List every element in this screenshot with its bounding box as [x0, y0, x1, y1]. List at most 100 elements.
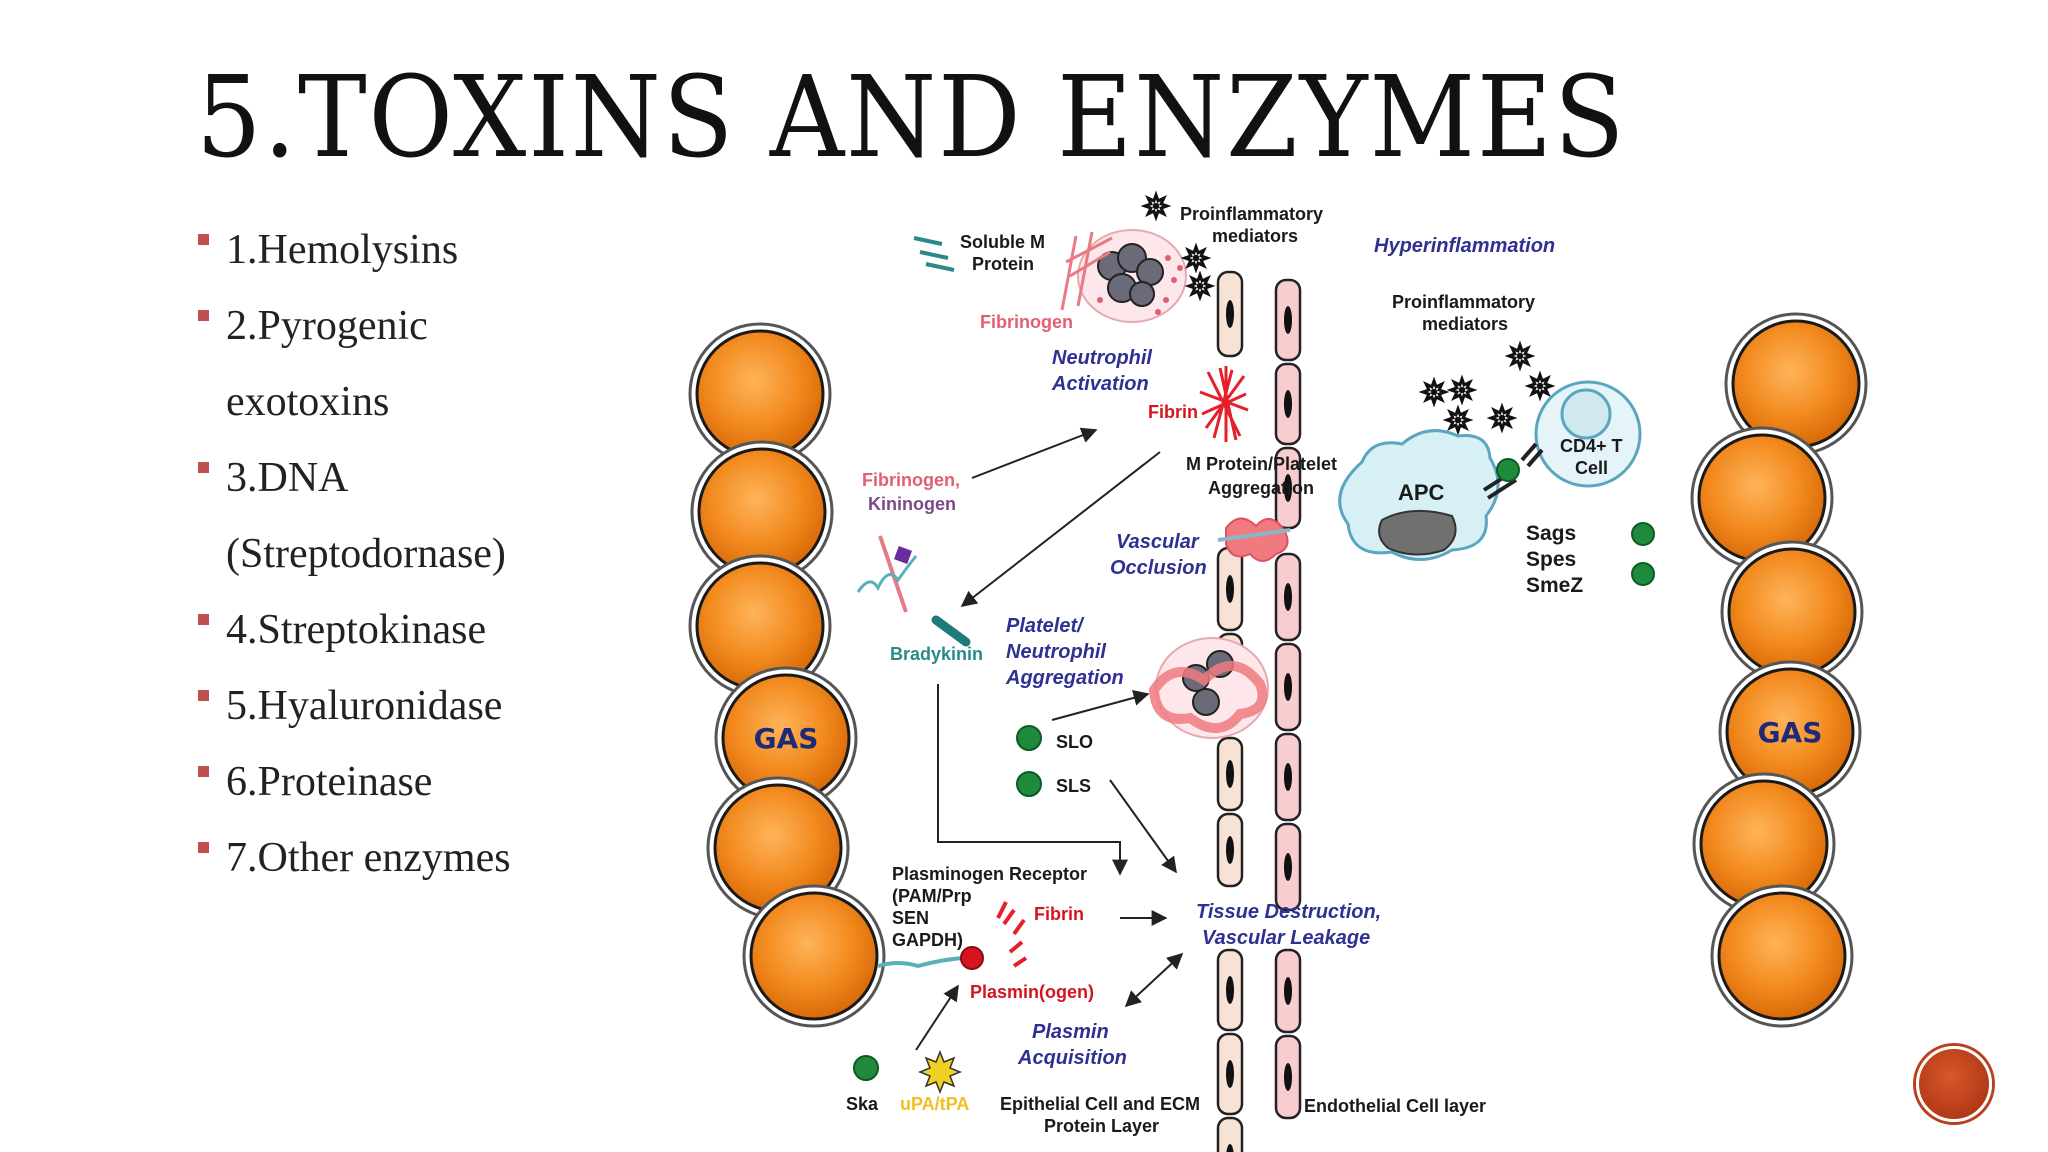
fibrin-mesh-icon — [1199, 366, 1249, 442]
bacterium-icon — [706, 776, 850, 920]
label-neutrophil-activation-b: Activation — [1051, 373, 1149, 395]
label-slo: SLO — [1056, 732, 1093, 752]
mediator-star-icon — [1524, 370, 1556, 402]
bullet-marker — [198, 614, 209, 625]
mediator-star-icon — [1180, 242, 1212, 274]
bullet-text: 3.DNA — [226, 455, 349, 501]
label-fibrin-bottom: Fibrin — [1034, 904, 1084, 924]
mediator-star-icon — [1442, 404, 1474, 436]
label-plasminogen-receptor-b: (PAM/Prp — [892, 886, 972, 906]
bacterium-icon — [1692, 772, 1836, 916]
diagram-labels: Proinflammatory mediators Soluble M Prot… — [846, 204, 1623, 1136]
label-tissue-destruction-a: Tissue Destruction, — [1196, 901, 1381, 923]
bullet-item: 2.Pyrogenic exotoxins — [196, 288, 511, 440]
epithelial-layer — [1216, 270, 1244, 1152]
label-apc: APC — [1398, 480, 1445, 505]
label-proinflammatory-1b: mediators — [1212, 226, 1298, 246]
label-sls: SLS — [1056, 776, 1091, 796]
gas-bacterium: GAS — [714, 666, 858, 810]
right-gas-chain: GAS — [1690, 312, 1868, 1028]
label-endothelial: Endothelial Cell layer — [1304, 1096, 1486, 1116]
label-cd4-a: CD4+ T — [1560, 436, 1623, 456]
apc-cell — [1338, 429, 1500, 562]
bacterium-icon — [688, 322, 832, 466]
label-fibrinogen-kininogen-a: Fibrinogen, — [862, 470, 960, 490]
label-spes: Spes — [1526, 548, 1576, 571]
bullet-marker — [198, 310, 209, 321]
cd4-t-cell — [1534, 380, 1642, 488]
endothelial-layer — [1274, 278, 1302, 1120]
label-smez: SmeZ — [1526, 574, 1583, 597]
label-plasminogen-receptor-d: GAPDH) — [892, 930, 963, 950]
gas-label: GAS — [1758, 716, 1823, 749]
bullet-text: exotoxins — [226, 379, 390, 425]
vascular-occlusion-clot — [1217, 517, 1291, 562]
label-soluble-m-a: Soluble M — [960, 232, 1045, 252]
label-neutrophil-activation-a: Neutrophil — [1052, 347, 1152, 369]
bullet-marker — [198, 690, 209, 701]
bullet-marker — [198, 766, 209, 777]
label-plasminogen: Plasmin(ogen) — [970, 982, 1094, 1002]
label-m-protein-platelet-a: M Protein/Platelet — [1186, 454, 1337, 474]
kininogen-icon — [856, 535, 918, 613]
bacterium-icon — [1724, 312, 1868, 456]
arrows — [915, 427, 1184, 1051]
mediator-star-icon — [1140, 190, 1172, 222]
cell-layers — [1216, 270, 1302, 1152]
bullet-list: 1.Hemolysins 2.Pyrogenic exotoxins 3.DNA (St… — [196, 212, 511, 896]
bacterium-icon — [688, 554, 832, 698]
mediator-star-icon — [1486, 402, 1518, 434]
label-hyperinflammation: Hyperinflammation — [1374, 235, 1555, 257]
label-sags: Sags — [1526, 522, 1576, 545]
neutrophil-top — [1077, 229, 1187, 323]
label-epithelial-a: Epithelial Cell and ECM — [1000, 1094, 1200, 1114]
gas-bacterium: GAS — [1718, 660, 1862, 804]
label-proinflammatory-1a: Proinflammatory — [1180, 204, 1323, 224]
bullet-item: 5.Hyaluronidase — [196, 668, 511, 744]
label-vascular-occlusion-a: Vascular — [1116, 531, 1200, 553]
label-cd4-b: Cell — [1575, 458, 1608, 478]
bullet-text: 2.Pyrogenic — [226, 303, 428, 349]
bullet-item: 6.Proteinase — [196, 744, 511, 820]
label-fibrinogen-kininogen-b: Kininogen — [868, 494, 956, 514]
bullet-text: 5.Hyaluronidase — [226, 683, 503, 729]
bullet-marker — [198, 462, 209, 473]
soluble-m-protein-icon — [913, 236, 955, 272]
bacterium-icon — [1710, 884, 1854, 1028]
bullet-marker — [198, 234, 209, 245]
label-fibrin-top: Fibrin — [1148, 402, 1198, 422]
label-plasminogen-receptor-c: SEN — [892, 908, 929, 928]
bullet-item: 7.Other enzymes — [196, 820, 511, 896]
label-vascular-occlusion-b: Occlusion — [1110, 557, 1207, 579]
bullet-text: (Streptodornase) — [226, 531, 506, 577]
label-plasmin-acquisition-b: Acquisition — [1017, 1047, 1127, 1069]
label-platelet-neutrophil-a: Platelet/ — [1006, 615, 1085, 637]
bacterium-icon — [742, 884, 886, 1028]
label-proinflammatory-2b: mediators — [1422, 314, 1508, 334]
label-plasmin-acquisition-a: Plasmin — [1032, 1021, 1109, 1043]
label-m-protein-platelet-b: Aggregation — [1208, 478, 1314, 498]
sag-binding-icon — [1482, 442, 1544, 500]
bullet-text: 4.Streptokinase — [226, 607, 487, 653]
label-platelet-neutrophil-b: Neutrophil — [1006, 641, 1106, 663]
label-plasminogen-receptor-a: Plasminogen Receptor — [892, 864, 1087, 884]
mediator-star-icon — [1184, 270, 1216, 302]
bullet-item: 3.DNA (Streptodornase) — [196, 440, 511, 592]
bradykinin-icon — [931, 615, 971, 647]
bullet-item: 1.Hemolysins — [196, 212, 511, 288]
label-platelet-neutrophil-c: Aggregation — [1005, 667, 1124, 689]
label-ska: Ska — [846, 1094, 879, 1114]
label-fibrinogen-top: Fibrinogen — [980, 312, 1073, 332]
proinflammatory-mediator-icons — [1140, 190, 1556, 436]
mediator-star-icon — [1504, 340, 1536, 372]
bacterium-icon — [1690, 426, 1834, 570]
toxin-dots — [853, 522, 1655, 1081]
upa-tpa-icon — [917, 1049, 963, 1095]
label-epithelial-b: Protein Layer — [1044, 1116, 1159, 1136]
bacterium-icon — [690, 440, 834, 584]
mediator-star-icon — [1446, 374, 1478, 406]
mediator-star-icon — [1418, 376, 1450, 408]
gas-label: GAS — [754, 722, 819, 755]
next-slide-button[interactable] — [1916, 1046, 1992, 1122]
